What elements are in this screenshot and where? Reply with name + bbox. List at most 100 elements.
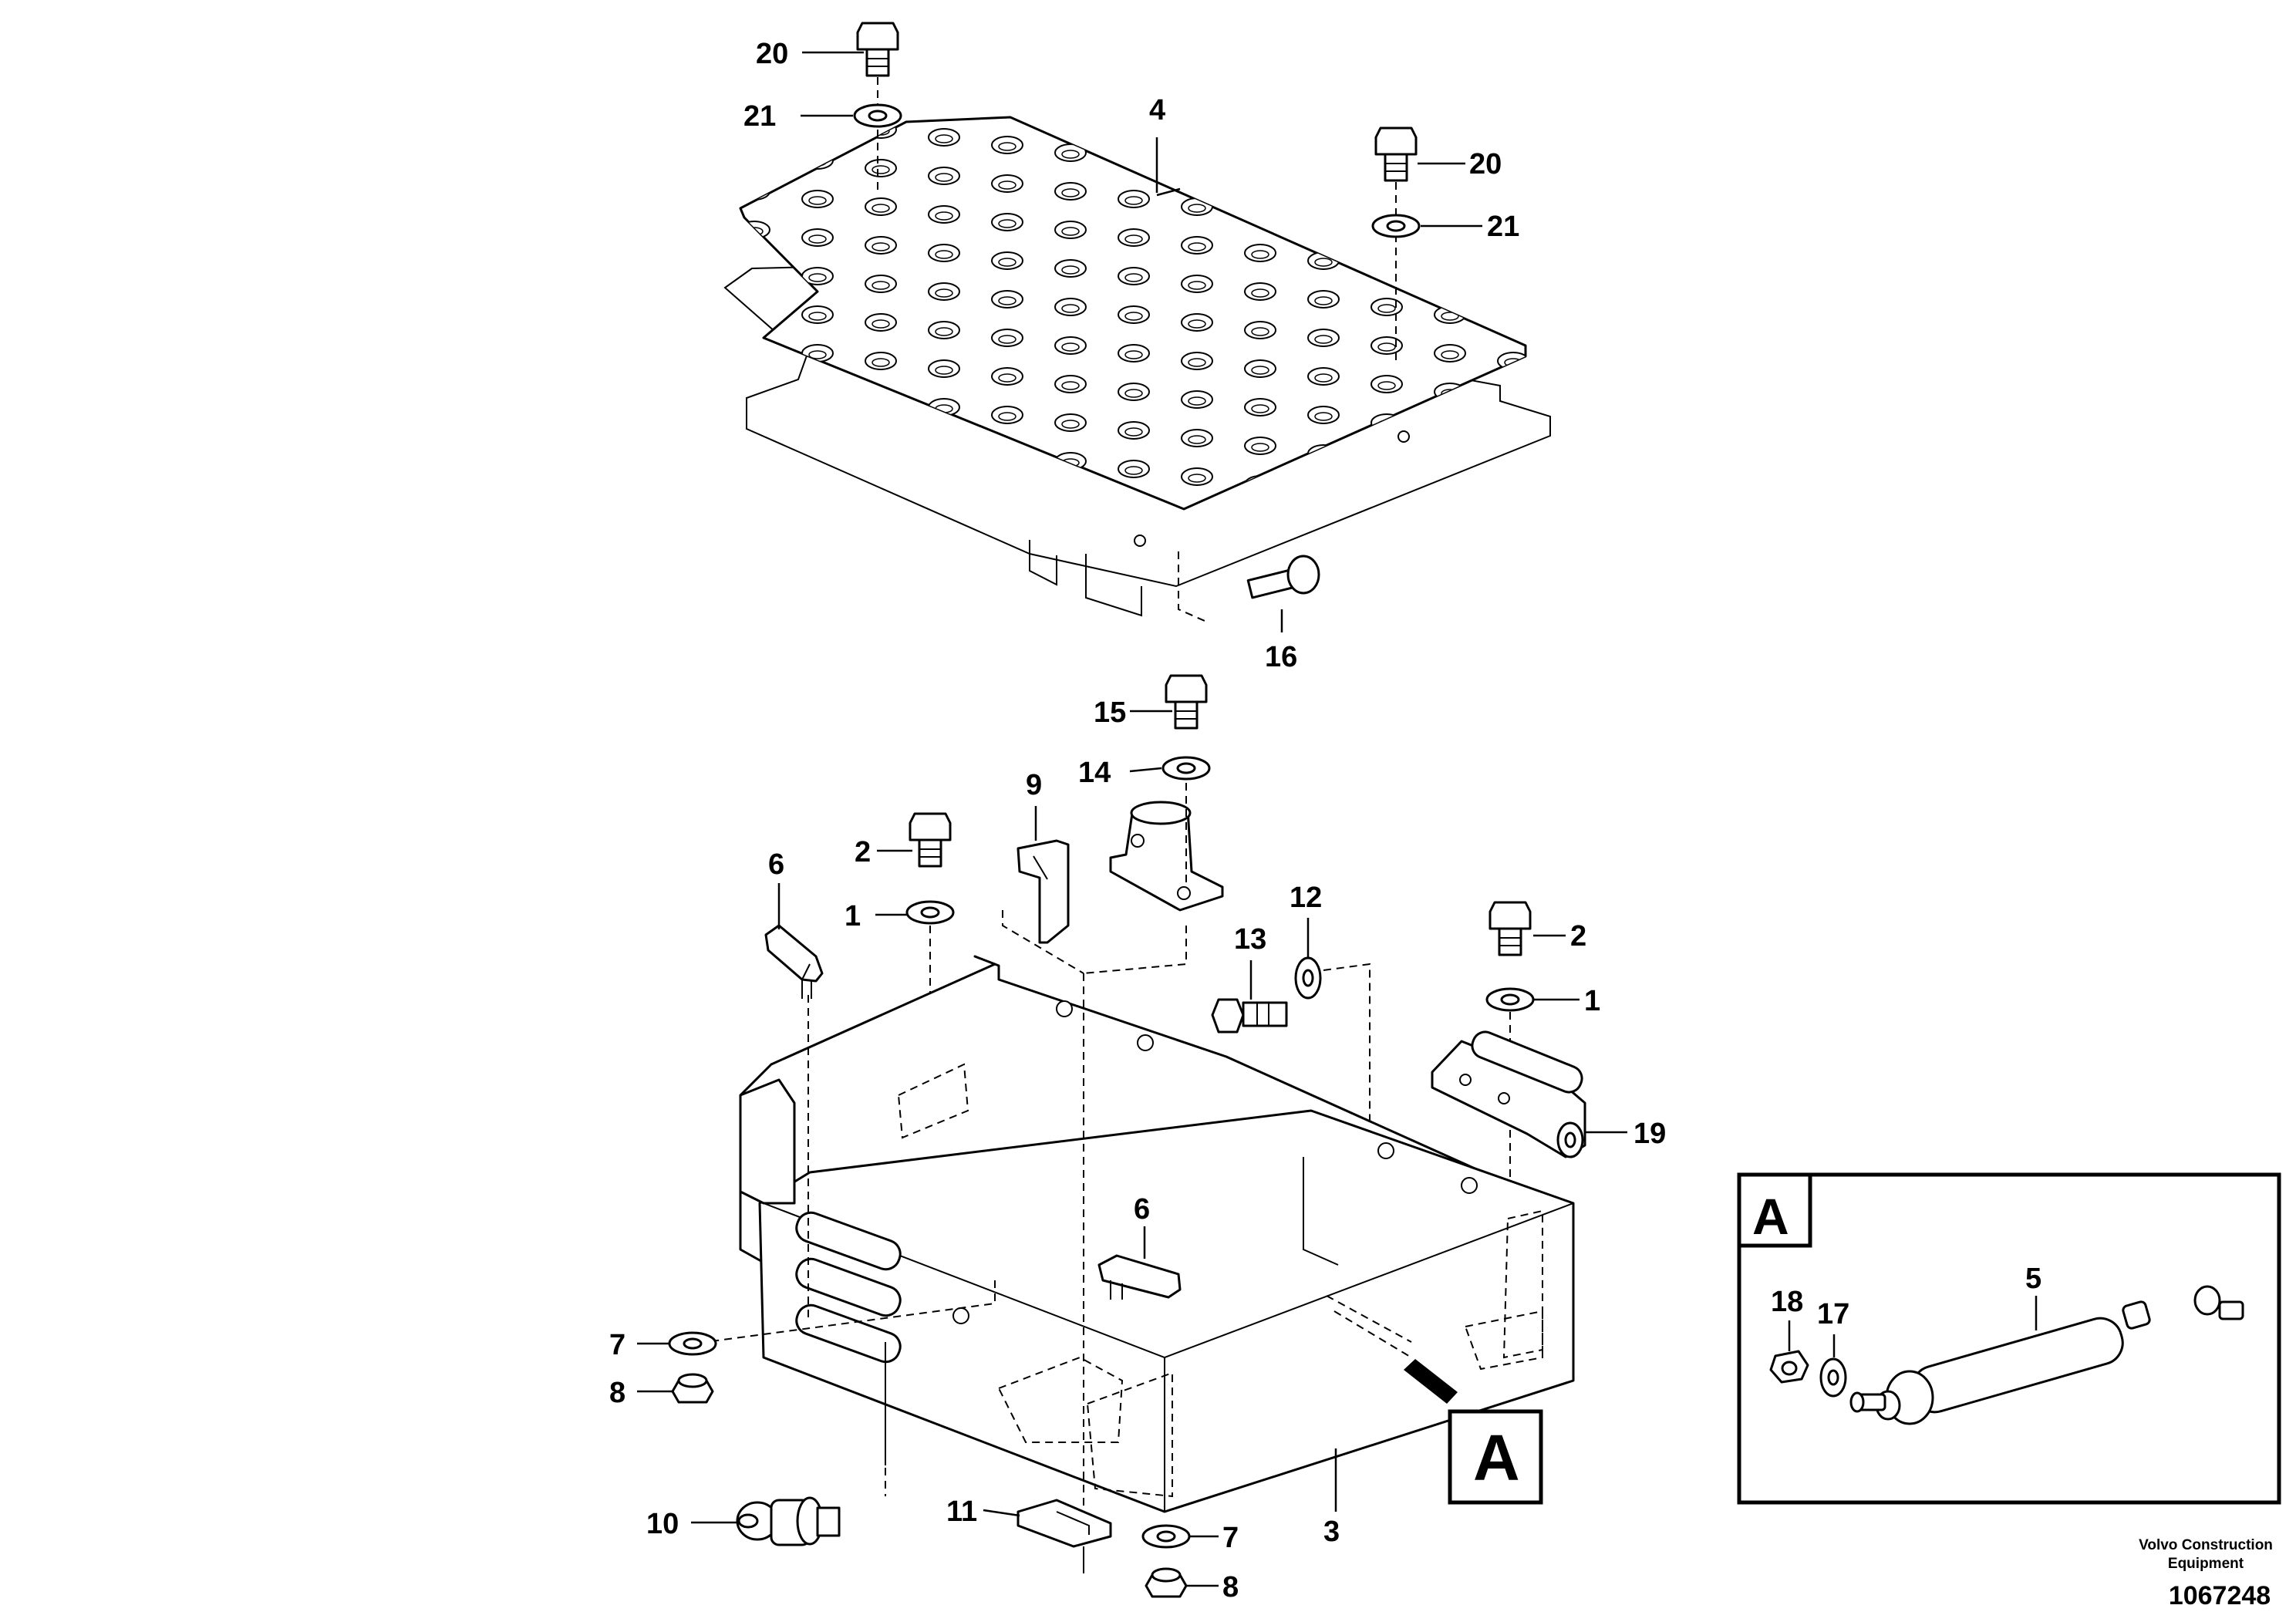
perforation-hole-inner <box>745 381 764 390</box>
perforation-hole <box>1244 205 1276 224</box>
callout-17: 17 <box>1817 1298 1849 1330</box>
perforation-hole <box>1624 406 1655 423</box>
perforation-hole-inner <box>1188 281 1206 290</box>
bumper-6-mid <box>1097 1254 1182 1300</box>
perforation-hole <box>1434 190 1466 208</box>
perforation-hole-inner <box>936 559 952 567</box>
perforation-hole <box>801 460 834 478</box>
perforation-hole-inner <box>1631 528 1648 536</box>
callout-4: 4 <box>1149 94 1165 126</box>
perforation-hole <box>991 406 1023 424</box>
callout-7-bottom: 7 <box>1222 1522 1239 1554</box>
perforation-hole-inner <box>1568 251 1585 258</box>
perforation-hole <box>1561 244 1592 261</box>
perforation-hole <box>865 352 897 370</box>
perforation-hole-inner <box>1315 644 1332 652</box>
callout-8-left: 8 <box>609 1377 625 1409</box>
perforation-hole <box>992 522 1023 539</box>
perforation-hole <box>991 444 1023 463</box>
perforation-hole <box>1371 413 1403 432</box>
perforation-hole <box>739 530 770 547</box>
perforation-hole <box>1244 167 1276 185</box>
perforation-hole <box>676 98 706 115</box>
perforation-hole <box>1118 117 1150 131</box>
perforation-hole <box>1308 638 1339 655</box>
perforation-hole-inner <box>1314 335 1333 344</box>
callout-12: 12 <box>1290 882 1322 914</box>
perforation-hole-inner <box>935 443 953 452</box>
perforation-hole-inner <box>998 373 1017 383</box>
perforation-hole-inner <box>1631 451 1648 459</box>
bolt-20-right <box>1374 126 1418 363</box>
perforation-hole <box>1434 344 1466 363</box>
perforation-hole <box>1371 568 1402 585</box>
perforation-hole <box>612 206 643 223</box>
callout-7-left: 7 <box>609 1329 625 1361</box>
perforation-hole-inner <box>1188 242 1206 251</box>
clip-11 <box>1017 1499 1112 1573</box>
perforation-hole-inner <box>935 481 953 491</box>
perforation-hole <box>928 475 960 494</box>
perforation-hole-inner <box>998 180 1017 190</box>
perforation-hole <box>1307 367 1340 386</box>
perforation-hole <box>1181 313 1213 332</box>
perforation-hole <box>1245 553 1276 570</box>
perforation-hole-inner <box>1568 174 1585 181</box>
perforation-hole <box>1497 467 1526 486</box>
perforation-hole-inner <box>619 289 636 297</box>
perforation-hole-inner <box>1441 350 1459 359</box>
perforation-hole <box>991 483 1023 501</box>
perforation-hole-inner <box>1504 242 1522 251</box>
perforation-hole <box>612 52 643 69</box>
perforation-hole <box>1054 375 1087 393</box>
hinge-bracket-upper <box>1109 783 1224 912</box>
detail-marker-letter: A <box>1473 1421 1520 1494</box>
perforation-hole <box>1561 360 1592 377</box>
perforation-hole <box>1055 530 1086 547</box>
perforation-hole <box>1118 228 1150 247</box>
perforation-hole-inner <box>1251 366 1269 375</box>
footer: Volvo Construction Equipment 1067248 <box>2139 1537 2273 1610</box>
perforation-hole-inner <box>1061 342 1080 352</box>
callout-10: 10 <box>646 1508 679 1540</box>
perforation-hole <box>865 236 897 255</box>
perforation-hole-inner <box>683 374 700 382</box>
perforation-hole-inner <box>1631 220 1648 228</box>
perforation-hole-inner <box>619 443 636 451</box>
perforation-hole <box>612 476 643 493</box>
perforation-hole-inner <box>1251 134 1269 143</box>
perforation-hole <box>1435 653 1465 670</box>
perforation-hole <box>740 182 770 201</box>
perforation-hole-inner <box>1314 296 1333 305</box>
perforation-hole-inner <box>1378 613 1395 621</box>
perforation-hole <box>740 375 770 393</box>
perforation-hole <box>1435 538 1465 555</box>
perforation-hole-inner <box>619 559 636 567</box>
perforation-hole-inner <box>1441 582 1458 590</box>
perforation-hole <box>801 305 834 324</box>
perforation-hole-inner <box>1631 336 1648 343</box>
perforation-hole <box>676 368 706 385</box>
perforation-hole-inner <box>619 135 636 143</box>
perforation-hole <box>1561 167 1592 184</box>
perforation-hole <box>676 59 706 76</box>
perforation-hole-inner <box>745 420 764 429</box>
perforation-hole <box>992 599 1023 616</box>
perforation-hole <box>1244 282 1276 301</box>
perforation-hole <box>1244 128 1276 147</box>
perforation-hole-inner <box>1631 683 1648 690</box>
perforation-hole-inner <box>619 212 636 220</box>
perforation-hole-inner <box>683 143 700 150</box>
perforation-hole <box>1054 336 1087 355</box>
perforation-hole <box>801 421 834 440</box>
perforation-hole <box>1054 491 1087 509</box>
perforation-hole <box>865 390 897 409</box>
bumper-6-left <box>764 924 824 999</box>
perforation-hole-inner <box>1568 443 1585 451</box>
perforation-hole-inner <box>1505 629 1522 636</box>
perforation-hole <box>740 491 770 509</box>
bolt-15 <box>1165 674 1208 730</box>
washer-7-left <box>668 1331 717 1356</box>
perforation-hole-inner <box>1124 273 1143 282</box>
